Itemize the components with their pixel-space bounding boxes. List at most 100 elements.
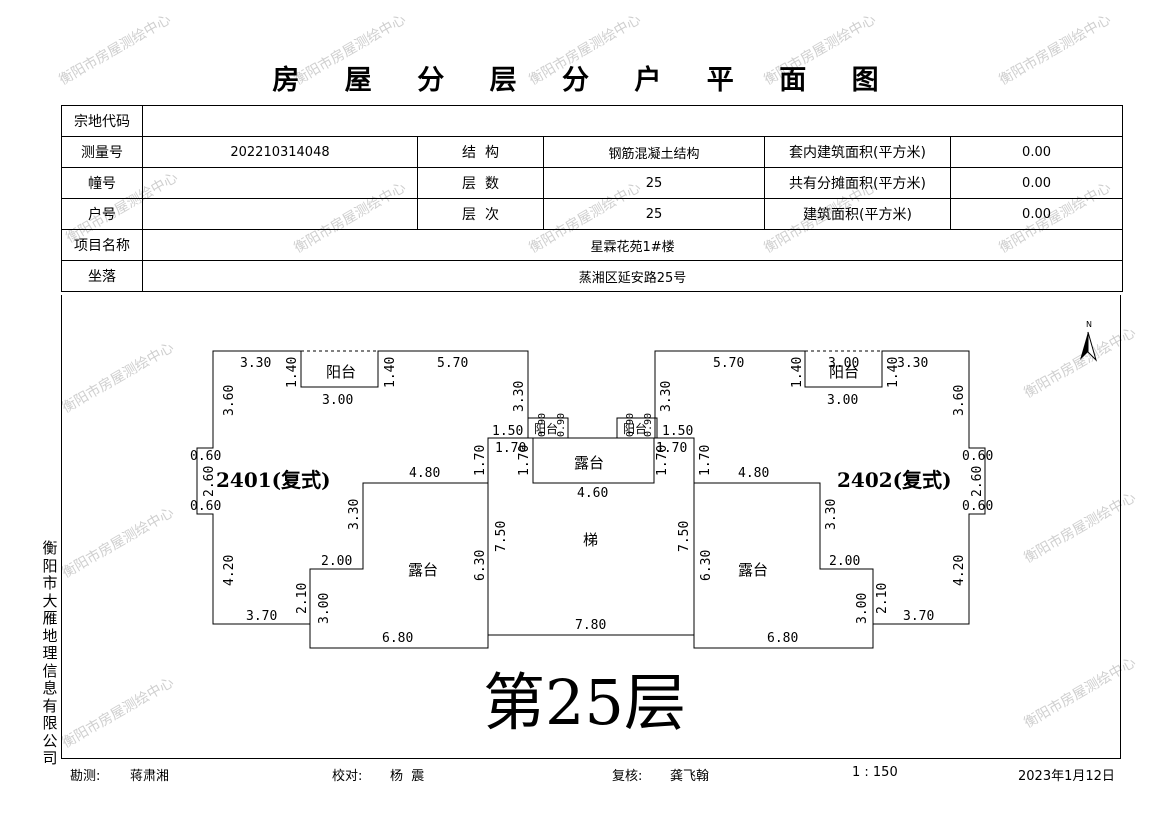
dim-label: 3.30 xyxy=(659,381,674,412)
dim-label: 1.50 xyxy=(662,424,693,439)
stair-label: 梯 xyxy=(583,531,598,549)
north-arrow-icon: N xyxy=(1080,320,1098,362)
dim-label: 1.70 xyxy=(656,441,687,456)
dim-label: 1.40 xyxy=(383,357,398,388)
scale: 1 : 150 xyxy=(852,765,898,780)
table-row: 坐落 蒸湘区延安路25号 xyxy=(61,260,1124,292)
date: 2023年1月12日 xyxy=(1018,769,1115,784)
dim-label: 0.90 xyxy=(537,413,548,437)
project-value: 星霖花苑1#楼 xyxy=(141,229,1124,261)
dim-label: 1.70 xyxy=(698,445,713,476)
dim-label: 1.40 xyxy=(886,357,901,388)
surveyor-name: 蒋肃湘 xyxy=(130,769,170,784)
floors-label: 层 数 xyxy=(417,167,544,199)
dim-label: 4.20 xyxy=(952,555,967,586)
structure-value: 钢筋混凝土结构 xyxy=(543,136,765,168)
dim-label: 7.50 xyxy=(494,521,509,552)
reviewer-label: 复核: xyxy=(612,769,643,784)
unit-value xyxy=(142,198,418,230)
dim-label: 4.80 xyxy=(738,466,769,481)
plan-frame xyxy=(61,295,1121,759)
dim-label: 0.60 xyxy=(962,499,993,514)
dim-label: 1.70 xyxy=(655,445,670,476)
left-unit-outline xyxy=(196,350,529,625)
right-terrace-label: 露台 xyxy=(738,561,768,579)
left-unit-label: 2401(复式) xyxy=(216,468,331,492)
dim-label: 1.70 xyxy=(517,445,532,476)
dim-label: 4.60 xyxy=(577,486,608,501)
dim-label: 4.80 xyxy=(409,466,440,481)
reviewer-name: 龚飞翰 xyxy=(670,769,710,784)
building-value xyxy=(142,167,418,199)
dim-label: 3.30 xyxy=(347,499,362,530)
dim-label: 6.80 xyxy=(382,631,413,646)
floors-value: 25 xyxy=(543,167,765,199)
dim-label: 3.30 xyxy=(240,356,271,371)
surveyor-label: 勘测: xyxy=(70,769,101,784)
dim-label: 7.80 xyxy=(575,618,606,633)
dim-label: 0.90 xyxy=(625,413,636,437)
location-value: 蒸湘区延安路25号 xyxy=(141,260,1124,292)
page-title: 房 屋 分 层 分 户 平 面 图 xyxy=(272,65,897,96)
dim-label: 3.60 xyxy=(222,385,237,416)
checker-name: 杨 震 xyxy=(390,769,425,784)
left-small-balcony xyxy=(527,417,569,439)
dim-label: 5.70 xyxy=(437,356,468,371)
dim-label: 2.60 xyxy=(202,466,217,497)
shared-area-label: 共有分摊面积(平方米) xyxy=(764,167,951,199)
right-unit-label: 2402(复式) xyxy=(837,468,952,492)
dim-label: 3.30 xyxy=(824,499,839,530)
dim-label: 1.70 xyxy=(495,441,526,456)
dim-label: 3.00 xyxy=(317,593,332,624)
dim-label: 0.60 xyxy=(190,449,221,464)
dim-label: 6.30 xyxy=(699,550,714,581)
right-balcony-label: 阳台 xyxy=(829,363,859,381)
dim-label: 3.30 xyxy=(512,381,527,412)
floor-label: 第25层 xyxy=(483,666,686,739)
dim-label: 7.50 xyxy=(677,521,692,552)
stair-outline xyxy=(488,437,694,636)
left-terrace-label: 露台 xyxy=(408,561,438,579)
dim-label: 5.70 xyxy=(713,356,744,371)
dim-label: 3.00 xyxy=(828,356,859,371)
left-small-balcony-label: 阳台 xyxy=(534,421,558,436)
dim-label: 3.70 xyxy=(246,609,277,624)
dim-label: 3.00 xyxy=(827,393,858,408)
location-label: 坐落 xyxy=(61,260,143,292)
right-small-balcony xyxy=(616,417,658,439)
dim-label: 6.80 xyxy=(767,631,798,646)
parcel-code-label: 宗地代码 xyxy=(61,105,143,137)
table-row: 幢号 层 数 25 共有分摊面积(平方米) 0.00 xyxy=(61,167,1124,199)
north-label: N xyxy=(1086,320,1092,329)
dim-label: 2.10 xyxy=(295,583,310,614)
dim-label: 3.00 xyxy=(322,393,353,408)
dim-label: 2.60 xyxy=(970,466,985,497)
dim-label: 2.00 xyxy=(321,554,352,569)
left-balcony-label: 阳台 xyxy=(326,363,356,381)
table-row: 户号 层 次 25 建筑面积(平方米) 0.00 xyxy=(61,198,1124,230)
table-row: 测量号 202210314048 结 构 钢筋混凝土结构 套内建筑面积(平方米)… xyxy=(61,136,1124,168)
dim-label: 1.40 xyxy=(790,357,805,388)
building-label: 幢号 xyxy=(61,167,143,199)
dim-label: 2.00 xyxy=(829,554,860,569)
checker-label: 校对: xyxy=(332,769,363,784)
dim-label: 4.20 xyxy=(222,555,237,586)
center-terrace-label: 露台 xyxy=(574,454,604,472)
info-table: 宗地代码 测量号 202210314048 结 构 钢筋混凝土结构 套内建筑面积… xyxy=(61,105,1124,292)
right-terrace-outline xyxy=(693,483,874,649)
dim-label: 0.60 xyxy=(962,449,993,464)
dim-label: 1.70 xyxy=(473,445,488,476)
dim-label: 0.90 xyxy=(556,413,567,437)
dim-label: 3.00 xyxy=(855,593,870,624)
dim-label: 0.60 xyxy=(190,499,221,514)
dim-label: 1.40 xyxy=(285,357,300,388)
table-row: 项目名称 星霖花苑1#楼 xyxy=(61,229,1124,261)
building-area-value: 0.00 xyxy=(949,198,1124,230)
company-name: 衡阳市大雁地理信息有限公司 xyxy=(42,539,58,767)
right-small-balcony-label: 阳台 xyxy=(623,421,647,436)
dim-label: 3.70 xyxy=(903,609,934,624)
left-terrace-outline xyxy=(309,483,489,649)
floor-no-value: 25 xyxy=(543,198,765,230)
dim-label: 3.30 xyxy=(897,356,928,371)
